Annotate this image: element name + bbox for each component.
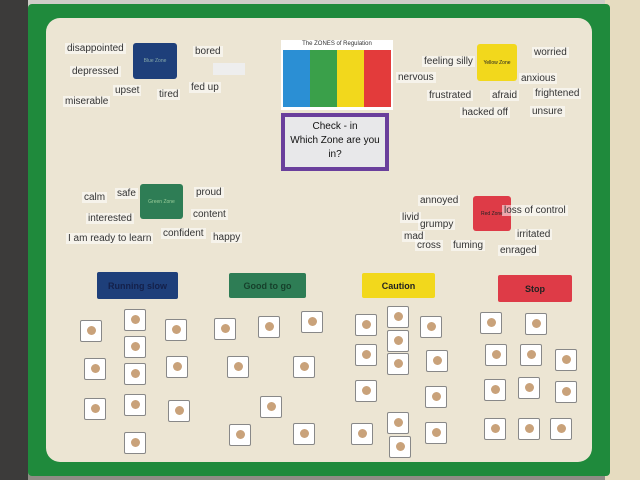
picture-symbol-card — [227, 356, 249, 378]
word: I am ready to learn — [66, 233, 154, 244]
picture-symbol-card — [258, 316, 280, 338]
stop-label: Stop — [498, 275, 572, 302]
word: tired — [157, 89, 181, 100]
picture-symbol-card — [389, 436, 411, 458]
word: safe — [115, 188, 138, 199]
green-zone-card: Green Zone — [140, 184, 183, 219]
picture-symbol-card — [124, 363, 146, 385]
word: annoyed — [418, 195, 461, 206]
wall-paper — [605, 0, 640, 480]
picture-symbol-card — [355, 380, 377, 402]
word: interested — [86, 213, 134, 224]
picture-symbol-card — [425, 386, 447, 408]
picture-symbol-card — [293, 423, 315, 445]
picture-symbol-card — [80, 320, 102, 342]
picture-symbol-card — [387, 412, 409, 434]
word: unsure — [530, 106, 565, 117]
picture-symbol-card — [351, 423, 373, 445]
poster-title: The ZONES of Regulation — [302, 41, 372, 47]
picture-symbol-card — [214, 318, 236, 340]
wall-edge — [0, 0, 28, 480]
word: afraid — [490, 90, 520, 101]
picture-symbol-card — [84, 358, 106, 380]
word: mad — [402, 231, 426, 242]
word: worried — [532, 47, 569, 58]
picture-symbol-card — [166, 356, 188, 378]
picture-symbol-card — [387, 330, 409, 352]
picture-symbol-card — [518, 418, 540, 440]
zones-poster: The ZONES of Regulation — [281, 40, 393, 110]
word: bored — [193, 46, 223, 57]
picture-symbol-card — [426, 350, 448, 372]
picture-symbol-card — [124, 394, 146, 416]
poster-green-column — [310, 50, 337, 107]
picture-symbol-card — [555, 381, 577, 403]
check-in-sign: Check - in Which Zone are you in? — [281, 113, 389, 171]
word: frightened — [533, 88, 582, 99]
poster-red-column — [364, 50, 391, 107]
word: content — [191, 209, 228, 220]
picture-symbol-card — [420, 316, 442, 338]
picture-symbol-card — [550, 418, 572, 440]
picture-symbol-card — [520, 344, 542, 366]
poster-yellow-column — [337, 50, 364, 107]
picture-symbol-card — [355, 344, 377, 366]
word: depressed — [70, 66, 121, 77]
word: livid — [400, 212, 422, 223]
poster-blue-column — [283, 50, 310, 107]
picture-symbol-card — [260, 396, 282, 418]
blank-word-card — [213, 63, 245, 75]
word: grumpy — [418, 219, 456, 230]
picture-symbol-card — [485, 344, 507, 366]
picture-symbol-card — [124, 336, 146, 358]
running-slow-label: Running slow — [97, 272, 178, 299]
picture-symbol-card — [165, 319, 187, 341]
picture-symbol-card — [229, 424, 251, 446]
check-in-title: Check - in — [312, 121, 358, 132]
picture-symbol-card — [480, 312, 502, 334]
word: enraged — [498, 245, 539, 256]
word: disappointed — [65, 43, 126, 54]
picture-symbol-card — [525, 313, 547, 335]
check-in-question: Which Zone are you in? — [290, 135, 380, 160]
word: happy — [211, 232, 243, 243]
word: nervous — [396, 72, 436, 83]
picture-symbol-card — [355, 314, 377, 336]
picture-symbol-card — [124, 309, 146, 331]
caution-label: Caution — [362, 273, 435, 298]
word: confident — [161, 228, 206, 239]
picture-symbol-card — [425, 422, 447, 444]
picture-symbol-card — [124, 432, 146, 454]
picture-symbol-card — [168, 400, 190, 422]
good-to-go-label: Good to go — [229, 273, 306, 298]
picture-symbol-card — [518, 377, 540, 399]
word: hacked off — [460, 107, 510, 118]
yellow-zone-card: Yellow Zone — [477, 44, 517, 81]
word: miserable — [63, 96, 111, 107]
picture-symbol-card — [293, 356, 315, 378]
word: proud — [194, 187, 224, 198]
picture-symbol-card — [84, 398, 106, 420]
word: fed up — [189, 82, 221, 93]
picture-symbol-card — [555, 349, 577, 371]
word: calm — [82, 192, 108, 203]
word: upset — [113, 85, 142, 96]
word: feeling silly — [422, 56, 475, 67]
picture-symbol-card — [387, 353, 409, 375]
picture-symbol-card — [301, 311, 323, 333]
word: fuming — [451, 240, 486, 251]
picture-symbol-card — [484, 379, 506, 401]
blue-zone-card: Blue Zone — [133, 43, 177, 79]
picture-symbol-card — [387, 306, 409, 328]
word: loss of control — [502, 205, 568, 216]
word: cross — [415, 240, 443, 251]
picture-symbol-card — [484, 418, 506, 440]
word: anxious — [519, 73, 558, 84]
word: irritated — [515, 229, 553, 240]
word: frustrated — [427, 90, 474, 101]
